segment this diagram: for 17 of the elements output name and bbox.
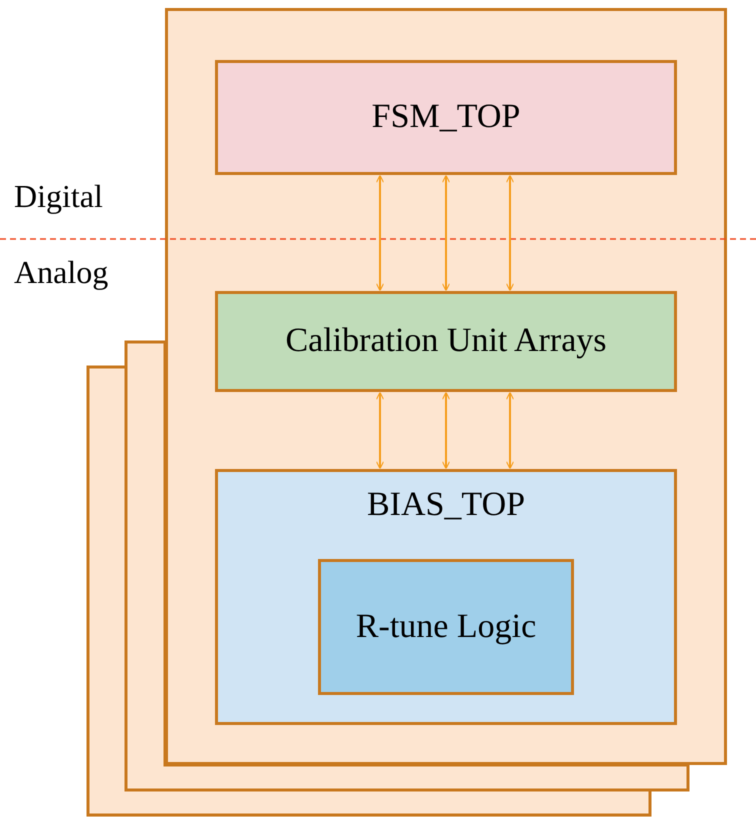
module-box — [318, 559, 574, 695]
double-arrow — [442, 392, 450, 470]
double-arrow — [376, 174, 384, 292]
module-sheet — [165, 8, 727, 765]
module-box — [215, 469, 677, 725]
module-box — [215, 60, 677, 175]
module-label: Calibration Unit Arrays — [285, 321, 607, 362]
module-label: BIAS_TOP — [366, 485, 526, 525]
region-label: Analog — [14, 253, 108, 292]
double-arrow — [442, 174, 450, 292]
region-label: Digital — [14, 177, 103, 216]
double-arrow — [376, 392, 384, 470]
module-box — [215, 291, 677, 392]
module-label: R-tune Logic — [356, 606, 536, 647]
double-arrow — [506, 392, 514, 470]
double-arrow — [506, 174, 514, 292]
module-label: FSM_TOP — [372, 97, 520, 138]
